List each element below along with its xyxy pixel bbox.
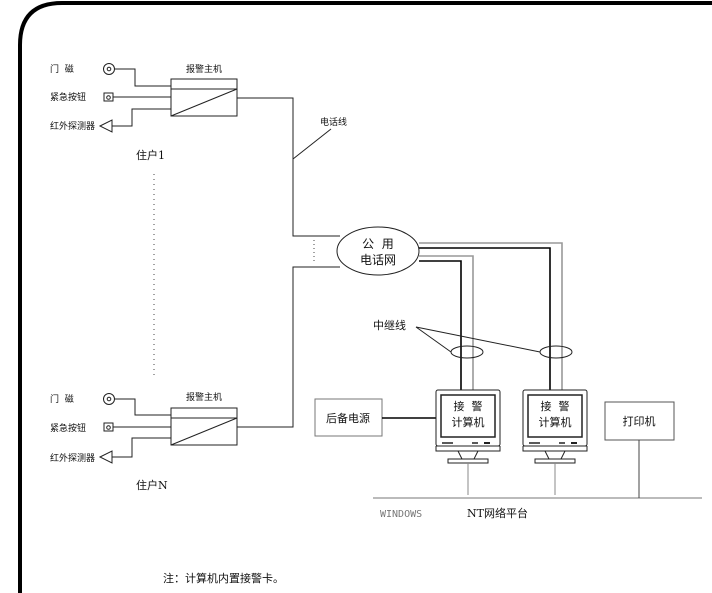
panic-button-icon bbox=[103, 92, 114, 102]
infrared-detector-label: 红外探测器 bbox=[50, 452, 95, 464]
phone-line-1 bbox=[237, 97, 340, 237]
door-sensor-icon bbox=[103, 393, 115, 405]
computer-2-label-line2: 计算机 bbox=[539, 415, 572, 429]
pstn-label-line2: 电话网 bbox=[360, 253, 396, 267]
alarm-host-box bbox=[170, 407, 238, 446]
household-1-group: 门 磁 紧急按钮 红外探测器 报警主机 住户1 bbox=[50, 63, 238, 162]
network-platform-label: NT网络平台 bbox=[467, 506, 528, 520]
infrared-detector-icon bbox=[98, 450, 113, 464]
household-n-group: 门 磁 紧急按钮 红外探测器 报警主机 住户N bbox=[50, 391, 238, 492]
trunk-bundle-2 bbox=[539, 345, 573, 359]
network-bus bbox=[373, 440, 702, 499]
door-sensor-label: 门 磁 bbox=[50, 63, 74, 75]
trunk-bundle-1 bbox=[450, 345, 484, 359]
phone-line-label: 电话线 bbox=[320, 116, 347, 128]
trunk-callout-2 bbox=[415, 326, 541, 353]
pstn-node: 公 用 电话网 bbox=[336, 226, 420, 276]
computer-2-node: 接 警 计算机 bbox=[522, 389, 588, 464]
computer-1-node: 接 警 计算机 bbox=[435, 389, 501, 464]
door-sensor-icon bbox=[103, 63, 115, 75]
trunk-line-label: 中继线 bbox=[373, 318, 406, 332]
frame-border bbox=[18, 1, 712, 593]
infrared-detector-label: 红外探测器 bbox=[50, 120, 95, 132]
trunk-lines bbox=[419, 242, 563, 390]
backup-power-label: 后备电源 bbox=[326, 411, 370, 425]
alarm-host-box bbox=[170, 78, 238, 117]
trunk-callout-1 bbox=[415, 326, 452, 353]
pstn-label-line1: 公 用 bbox=[362, 237, 394, 251]
diagram-note: 注：计算机内置接警卡。 bbox=[163, 571, 284, 585]
backup-power-node: 后备电源 bbox=[314, 398, 383, 437]
network-os-label: WINDOWS bbox=[380, 509, 422, 520]
household-n-label: 住户N bbox=[136, 478, 168, 492]
computer-1-label-line2: 计算机 bbox=[452, 415, 485, 429]
computer-1-label-line1: 接 警 bbox=[454, 399, 483, 413]
alarm-host-label: 报警主机 bbox=[186, 63, 222, 75]
door-sensor-label: 门 磁 bbox=[50, 393, 74, 405]
infrared-detector-icon bbox=[98, 119, 113, 133]
computer-2-label-line1: 接 警 bbox=[541, 399, 570, 413]
alarm-host-label: 报警主机 bbox=[186, 391, 222, 403]
phone-line-callout bbox=[292, 128, 332, 160]
panic-button-icon bbox=[103, 422, 114, 432]
phone-line-n bbox=[237, 266, 340, 428]
printer-node: 打印机 bbox=[604, 401, 675, 441]
household-1-label: 住户1 bbox=[136, 148, 165, 162]
printer-label: 打印机 bbox=[623, 414, 656, 428]
emergency-button-label: 紧急按钮 bbox=[50, 422, 86, 434]
emergency-button-label: 紧急按钮 bbox=[50, 91, 86, 103]
